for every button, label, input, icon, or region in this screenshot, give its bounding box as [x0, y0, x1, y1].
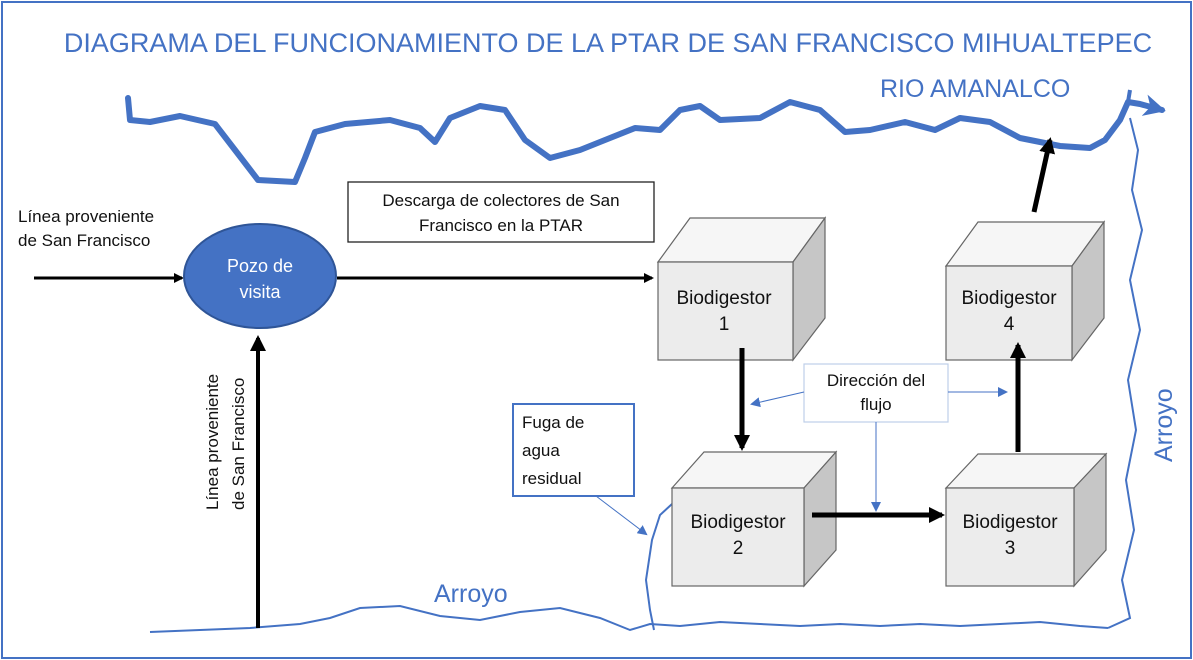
- stream-right-label: Arroyo: [1150, 388, 1178, 462]
- linea-vertical-line1: Línea proveniente: [203, 374, 222, 510]
- bio4-number: 4: [1004, 314, 1015, 335]
- direccion-box: [803, 363, 949, 423]
- bottom-stream-line: [149, 604, 1109, 633]
- descarga-line1: Descarga de colectores de San: [382, 191, 619, 210]
- fuga-line1: Fuga de: [522, 413, 584, 432]
- descarga-line2: Francisco en la PTAR: [419, 216, 583, 235]
- stream-bottom-label: Arroyo: [434, 580, 508, 608]
- linea-vertical-line2: de San Francisco: [229, 378, 248, 510]
- linea-horizontal-line2: de San Francisco: [18, 231, 150, 250]
- fuga-box: [512, 403, 635, 497]
- biodigestor-2: Biodigestor 2: [670, 450, 838, 588]
- biodigestor-1: Biodigestor 1: [656, 216, 827, 362]
- descarga-box: [347, 181, 655, 243]
- pozo-de-visita: [183, 223, 337, 329]
- fuga-line2: agua: [522, 441, 560, 460]
- fuga-line3: residual: [522, 469, 582, 488]
- direccion-line1: Dirección del: [827, 371, 925, 390]
- bio4-to-river-arrow: [1031, 137, 1055, 213]
- bio2-number: 2: [733, 538, 744, 559]
- bio4-name: Biodigestor: [961, 288, 1057, 309]
- right-stream-line: [1107, 117, 1144, 629]
- river-label: RIO AMANALCO: [880, 75, 1070, 103]
- bio1-name: Biodigestor: [676, 288, 772, 309]
- bio3-number: 3: [1005, 538, 1016, 559]
- river-branch: [1126, 89, 1132, 103]
- pozo-line1: Pozo de: [227, 256, 293, 276]
- direccion-line2: flujo: [860, 395, 891, 414]
- linea-horizontal-line1: Línea proveniente: [18, 207, 154, 226]
- fuga-pointer: [595, 495, 648, 536]
- diagram-title: DIAGRAMA DEL FUNCIONAMIENTO DE LA PTAR D…: [64, 28, 1152, 58]
- bio3-name: Biodigestor: [962, 512, 1058, 533]
- leak-stream-line: [644, 503, 673, 631]
- direccion-pointer-left: [750, 391, 805, 408]
- biodigestor-3: Biodigestor 3: [944, 452, 1108, 588]
- river-line: [125, 94, 1166, 185]
- pozo-line2: visita: [239, 282, 281, 302]
- bio1-number: 1: [719, 314, 730, 335]
- bio2-name: Biodigestor: [690, 512, 786, 533]
- biodigestor-4: Biodigestor 4: [944, 220, 1106, 362]
